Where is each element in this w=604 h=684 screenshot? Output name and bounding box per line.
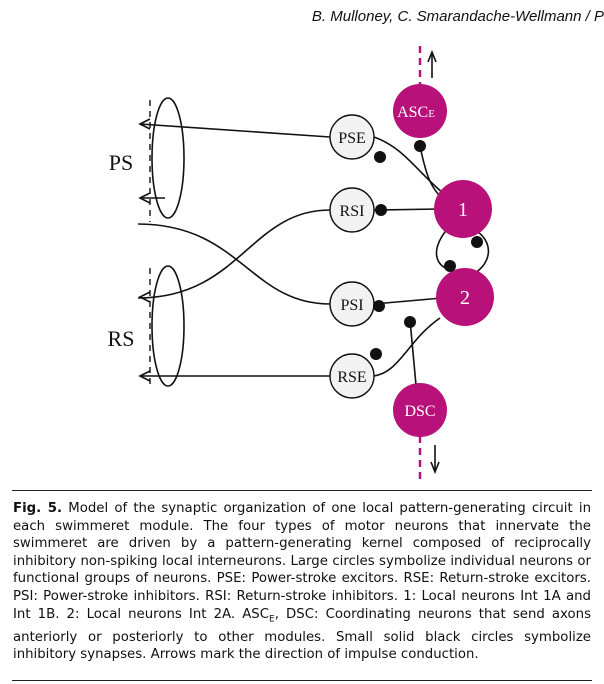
caption-text: Model of the synaptic organization of on… [13,501,591,622]
pse-node [329,114,375,160]
asc-sub-text: E [428,108,435,120]
caption-sub: E [269,614,275,625]
synapse-dot [414,140,426,152]
psi-axon [137,223,331,305]
arrow-icon [138,118,151,130]
rse-node [329,353,375,399]
inhibitory-synapses [370,140,483,360]
asc-node [393,84,447,138]
arrow-icon [138,370,151,382]
synapse-dot [471,236,483,248]
synapse-dot [374,151,386,163]
neuron-1-node [434,180,492,238]
running-header: B. Mulloney, C. Smarandache-Wellmann / P [311,8,604,25]
rsi-axon [137,209,331,299]
caption-top-rule [12,490,592,491]
rse-label: RSE [337,369,366,386]
arrow-icon [138,291,151,303]
synapse-dot [444,260,456,272]
rs-label: RS [108,326,135,351]
rsi-node [329,187,375,233]
ps-label: PS [109,150,133,175]
caption-label: Fig. 5. [13,501,63,516]
pse-label: PSE [338,130,366,147]
dsc-to-2 [409,319,417,386]
caption-text-end: , DSC: Coordinating neurons that send ax… [13,606,591,663]
down-arrow-icon [430,461,440,475]
psi-label: PSI [340,297,363,314]
synapse-dot [370,348,382,360]
neuron-2-label: 2 [460,287,470,309]
caption-bottom-rule [12,680,592,681]
dsc-label: DSC [404,403,435,420]
pse-axon [139,123,331,138]
neuron-2-node [436,268,494,326]
ps-limb-outline [151,97,185,219]
figure-caption: Fig. 5. Model of the synaptic organizati… [13,500,591,664]
rsi-label: RSI [340,203,365,220]
dsc-node [393,383,447,437]
circuit-diagram: PS RS PSE RSI PSI RSE 1 2 ASCE DSC [108,46,494,480]
neuron-1-label: 1 [458,199,468,221]
asc-main-text: ASC [397,104,428,121]
psi-to-2 [373,297,443,305]
up-arrow-icon [427,49,437,63]
synapse-dot [375,204,387,216]
asc-label: ASCE [397,104,435,121]
rs-limb-outline [151,265,185,387]
rse-to-2 [373,317,441,377]
synapse-dot [373,300,385,312]
synapse-dot [404,316,416,328]
limb-arrows [138,118,151,382]
